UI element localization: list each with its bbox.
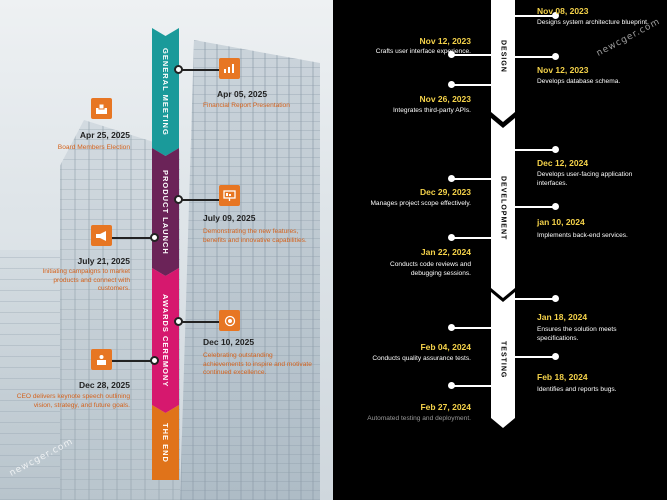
connector-line bbox=[112, 360, 152, 362]
event-date: Nov 12, 2023 bbox=[419, 36, 471, 46]
connector-line bbox=[179, 69, 205, 71]
connector-line bbox=[112, 237, 152, 239]
event-date: Apr 25, 2025 bbox=[79, 130, 130, 140]
event-description: Identifies and reports bugs. bbox=[537, 386, 617, 393]
phase-development: Development bbox=[491, 118, 515, 298]
timeline-dot bbox=[552, 146, 559, 153]
timeline-dot bbox=[448, 382, 455, 389]
timeline-dot bbox=[150, 233, 159, 242]
timeline-dot bbox=[448, 81, 455, 88]
event-date: July 09, 2025 bbox=[203, 213, 256, 223]
event-description: Automated testing and deployment. bbox=[367, 415, 471, 422]
timeline-dot bbox=[552, 12, 559, 19]
award-icon bbox=[219, 310, 240, 331]
connector-line bbox=[515, 356, 555, 358]
connector-line bbox=[515, 206, 555, 208]
event-description: Conducts quality assurance tests. bbox=[372, 355, 471, 362]
building-image bbox=[0, 250, 70, 500]
event-description: Integrates third-party APIs. bbox=[392, 107, 471, 114]
connector-line bbox=[451, 54, 491, 56]
chart-icon bbox=[219, 58, 240, 79]
event-date: Nov 26, 2023 bbox=[419, 94, 471, 104]
event-date: Dec 28, 2025 bbox=[78, 380, 130, 390]
phase-general-meeting: General Meeting bbox=[152, 28, 179, 156]
event-date: Nov 08, 2023 bbox=[537, 6, 589, 16]
event-description: Ensures the solution meets specification… bbox=[537, 326, 617, 342]
timeline-dot bbox=[552, 203, 559, 210]
timeline-dot bbox=[552, 353, 559, 360]
event-description: Crafts user interface experience. bbox=[375, 48, 471, 55]
connector-line bbox=[451, 84, 491, 86]
event-description: Conducts code reviews and debugging sess… bbox=[389, 261, 471, 277]
timeline-dot bbox=[448, 234, 455, 241]
event-description: CEO delivers keynote speech outlining vi… bbox=[16, 393, 130, 409]
event-description: Implements back-end services. bbox=[537, 232, 628, 239]
event-date: Feb 27, 2024 bbox=[420, 402, 471, 412]
connector-line bbox=[179, 199, 219, 201]
ballot-icon bbox=[91, 98, 112, 119]
left-timeline-panel: General Meeting Product Launch Awards Ce… bbox=[0, 0, 333, 500]
megaphone-icon bbox=[91, 225, 112, 246]
event-date: Feb 04, 2024 bbox=[420, 342, 471, 352]
timeline-dot bbox=[552, 53, 559, 60]
connector-line bbox=[451, 237, 491, 239]
timeline-dot bbox=[174, 317, 183, 326]
event-date: jan 10, 2024 bbox=[537, 217, 585, 227]
event-date: July 21, 2025 bbox=[77, 256, 130, 266]
event-description: Develops database schema. bbox=[537, 78, 621, 85]
event-date: Jan 18, 2024 bbox=[537, 312, 588, 322]
event-description: Celebrating outstanding achievements to … bbox=[203, 352, 312, 377]
event-date: Dec 10, 2025 bbox=[203, 337, 255, 347]
timeline-dot bbox=[448, 324, 455, 331]
presentation-icon bbox=[219, 185, 240, 206]
event-description: Demonstrating the new features, benefits… bbox=[203, 228, 307, 244]
connector-line bbox=[515, 56, 555, 58]
event-description: Financial Report Presentation bbox=[203, 102, 290, 109]
connector-line bbox=[515, 298, 555, 300]
phase-the-end: The End bbox=[152, 405, 179, 480]
event-date: Nov 12, 2023 bbox=[537, 65, 589, 75]
event-date: Apr 05, 2025 bbox=[217, 89, 268, 99]
timeline-dot bbox=[448, 51, 455, 58]
timeline-dot bbox=[174, 195, 183, 204]
building-image bbox=[180, 40, 320, 500]
phase-awards-ceremony: Awards Ceremony bbox=[152, 268, 179, 413]
phase-product-launch: Product Launch bbox=[152, 148, 179, 276]
connector-line bbox=[515, 15, 555, 17]
timeline-dot bbox=[150, 356, 159, 365]
speaker-icon bbox=[91, 349, 112, 370]
event-description: Initiating campaigns to market products … bbox=[42, 268, 130, 293]
connector-line bbox=[451, 327, 491, 329]
event-date: Dec 12, 2024 bbox=[537, 158, 589, 168]
connector-line bbox=[451, 178, 491, 180]
timeline-dot bbox=[448, 175, 455, 182]
event-description: Manages project scope effectively. bbox=[370, 200, 471, 207]
connector-line bbox=[451, 385, 491, 387]
connector-line bbox=[205, 69, 219, 71]
connector-line bbox=[515, 149, 555, 151]
timeline-dot bbox=[174, 65, 183, 74]
timeline-dot bbox=[552, 295, 559, 302]
phase-design: Design bbox=[491, 0, 515, 122]
connector-line bbox=[179, 321, 219, 323]
event-description: Develops user-facing application interfa… bbox=[537, 171, 633, 187]
event-description: Board Members Election bbox=[57, 144, 130, 151]
event-date: Dec 29, 2023 bbox=[419, 187, 471, 197]
event-date: Feb 18, 2024 bbox=[537, 372, 588, 382]
event-description: Designs system architecture blueprint. bbox=[537, 19, 649, 26]
phase-testing: Testing bbox=[491, 292, 515, 428]
right-timeline-panel: Design Development Testing Nov 08, 2023 … bbox=[333, 0, 667, 500]
event-date: Jan 22, 2024 bbox=[420, 247, 471, 257]
